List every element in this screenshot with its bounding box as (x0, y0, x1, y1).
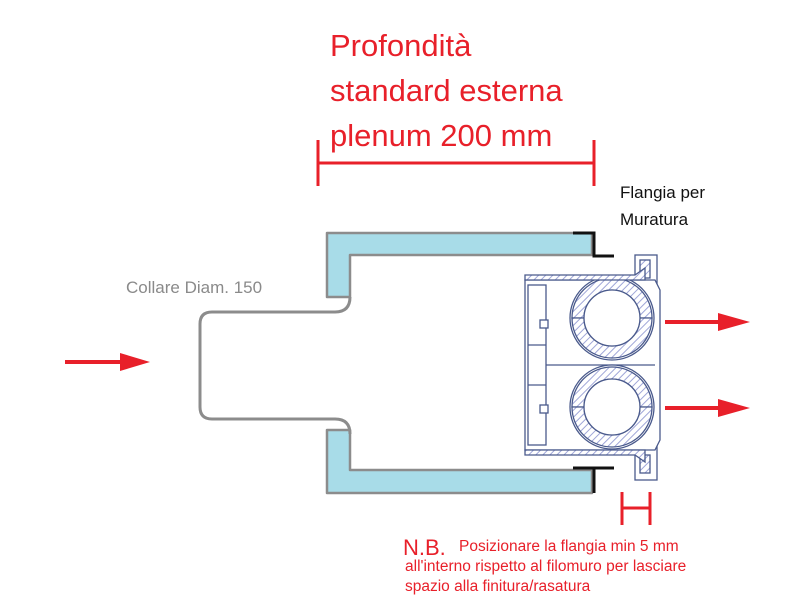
airflow-arrow-outlet-top (665, 313, 750, 331)
airflow-arrow-outlet-bottom (665, 399, 750, 417)
damper-grille (524, 254, 661, 481)
note-line-3: spazio alla finitura/rasatura (405, 578, 591, 595)
note-line-1: Posizionare la flangia min 5 mm (459, 538, 679, 555)
wall-flange-top (573, 231, 614, 258)
inlet-collar (198, 296, 352, 435)
collar-label: Collare Diam. 150 (126, 278, 263, 297)
note-prefix: N.B. (403, 535, 446, 560)
flange-label-line-1: Flangia per (620, 183, 706, 202)
title-line-1: Profondità (330, 28, 472, 63)
title-line-2: standard esterna (330, 73, 563, 108)
note-line-2: all'interno rispetto al filomuro per las… (405, 558, 687, 575)
airflow-arrow-inlet (65, 353, 150, 371)
title-line-3: plenum 200 mm (330, 118, 553, 153)
flange-label-line-2: Muratura (620, 210, 689, 229)
wall-flange-bottom (573, 466, 614, 493)
offset-dimension (620, 492, 652, 525)
depth-dimension (316, 140, 596, 186)
